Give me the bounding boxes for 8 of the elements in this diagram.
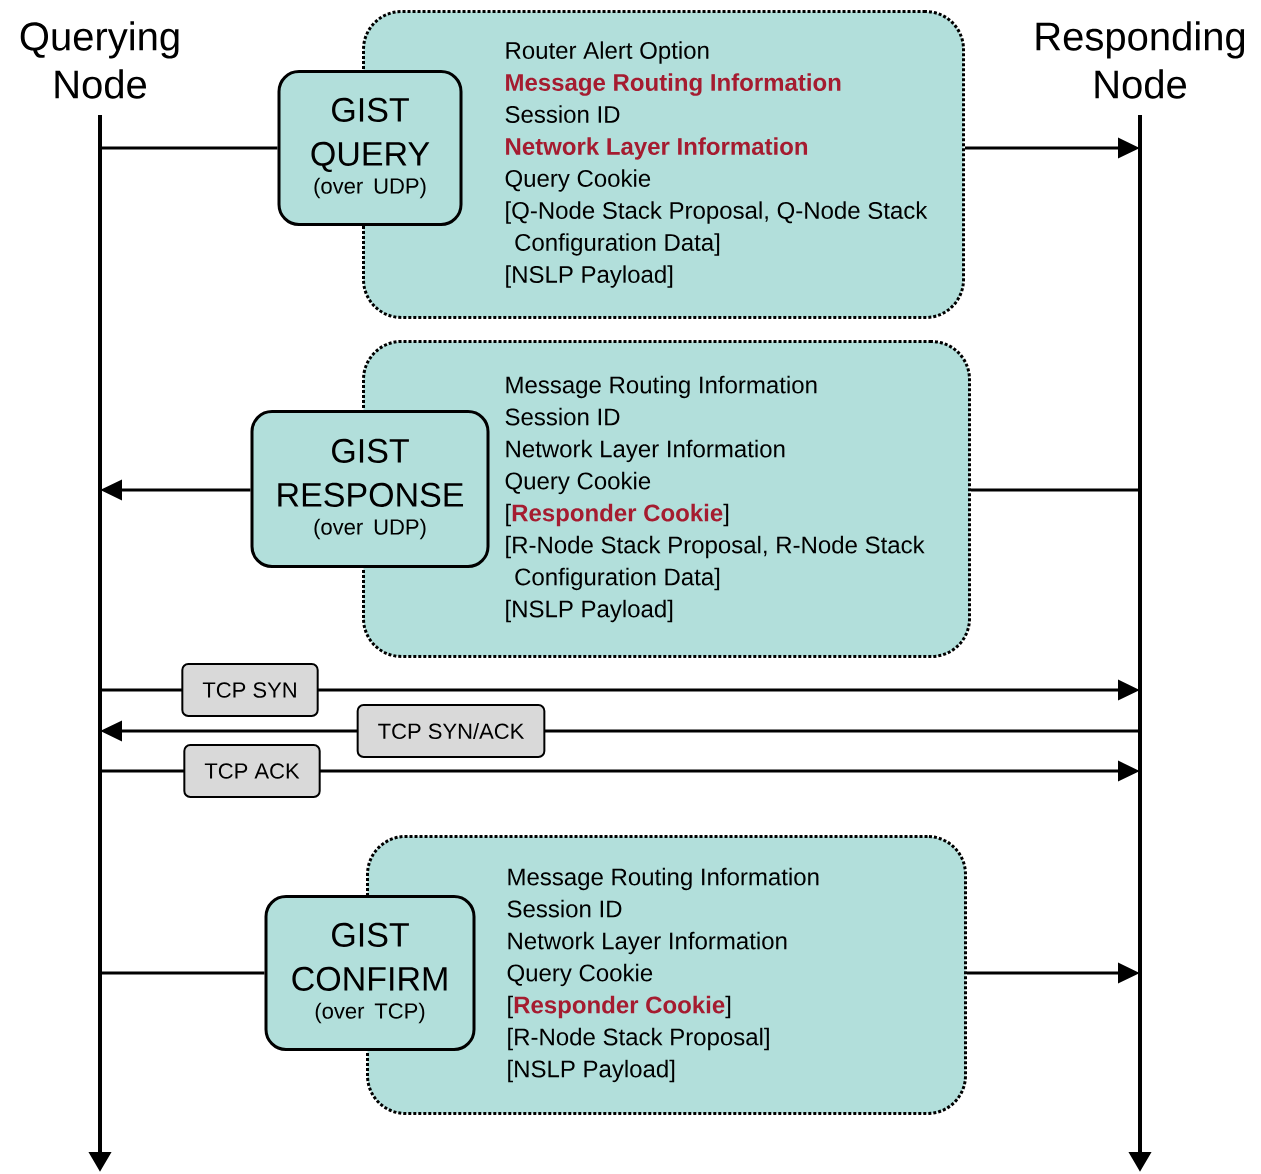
edge-label: TCP SYN (181, 663, 319, 717)
message-box: GIST QUERY (over UDP) (277, 70, 463, 226)
node-title: Querying Node (20, 21, 179, 99)
message-box: GIST RESPONSE (over UDP) (250, 410, 490, 568)
edge-label: TCP ACK (183, 744, 321, 798)
node-title: Responding Node (1036, 21, 1245, 99)
message-box: GIST CONFIRM (over TCP) (264, 895, 476, 1051)
edge-label: TCP SYN/ACK (356, 704, 546, 758)
